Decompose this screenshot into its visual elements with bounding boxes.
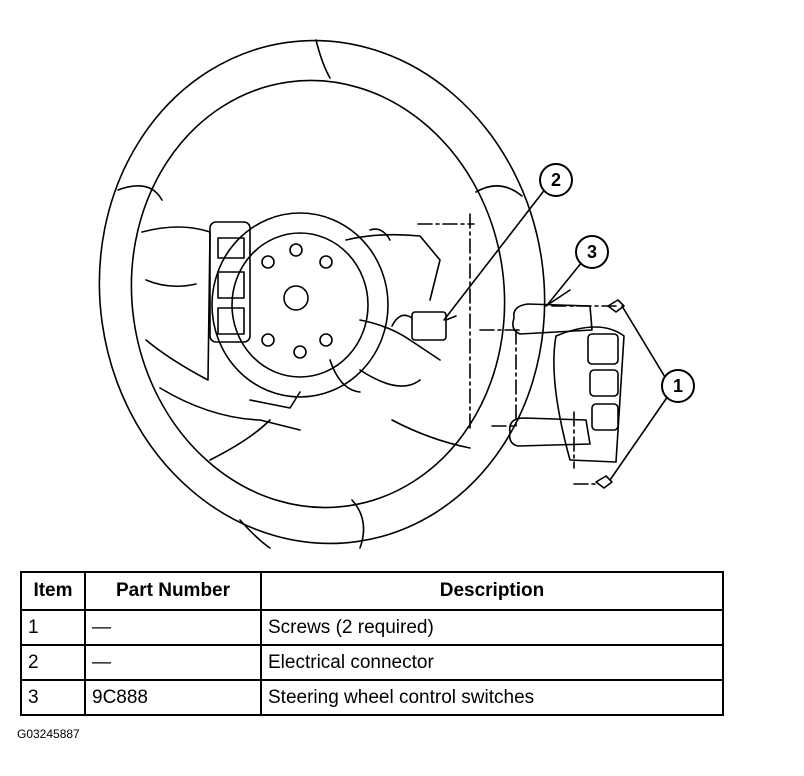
description-cell: Electrical connector — [260, 644, 724, 681]
table-row: 2 — Electrical connector — [20, 644, 724, 681]
parts-table: Item Part Number Description 1 — Screws … — [20, 571, 724, 716]
table-row: 1 — Screws (2 required) — [20, 609, 724, 646]
screw-bottom — [595, 475, 613, 489]
part-number-cell: — — [84, 609, 262, 646]
callout-leader-lines — [443, 187, 669, 481]
svg-text:2: 2 — [551, 170, 561, 190]
item-cell: 1 — [20, 609, 86, 646]
electrical-connector — [391, 311, 457, 341]
steering-wheel-spokes — [141, 226, 471, 461]
description-cell: Screws (2 required) — [260, 609, 724, 646]
steering-wheel-rim — [98, 39, 546, 549]
item-cell: 3 — [20, 679, 86, 716]
alignment-lines — [417, 213, 617, 485]
header-description: Description — [260, 571, 724, 611]
callout-2: 2 — [539, 163, 573, 197]
header-part-number: Part Number — [84, 571, 262, 611]
callout-1: 1 — [661, 369, 695, 403]
right-switch-assembly — [508, 289, 625, 463]
callout-3: 3 — [575, 235, 609, 269]
table-row: 3 9C888 Steering wheel control switches — [20, 679, 724, 716]
part-number-cell: — — [84, 644, 262, 681]
svg-text:3: 3 — [587, 242, 597, 262]
table-header-row: Item Part Number Description — [20, 571, 724, 611]
left-switch-pad — [209, 221, 251, 343]
item-cell: 2 — [20, 644, 86, 681]
description-cell: Steering wheel control switches — [260, 679, 724, 716]
steering-hub — [211, 212, 441, 409]
svg-text:1: 1 — [673, 376, 683, 396]
figure-code: G03245887 — [17, 727, 80, 741]
header-item: Item — [20, 571, 86, 611]
steering-wheel-diagram: 2 3 1 — [98, 39, 695, 549]
part-number-cell: 9C888 — [84, 679, 262, 716]
screw-top — [607, 299, 625, 313]
